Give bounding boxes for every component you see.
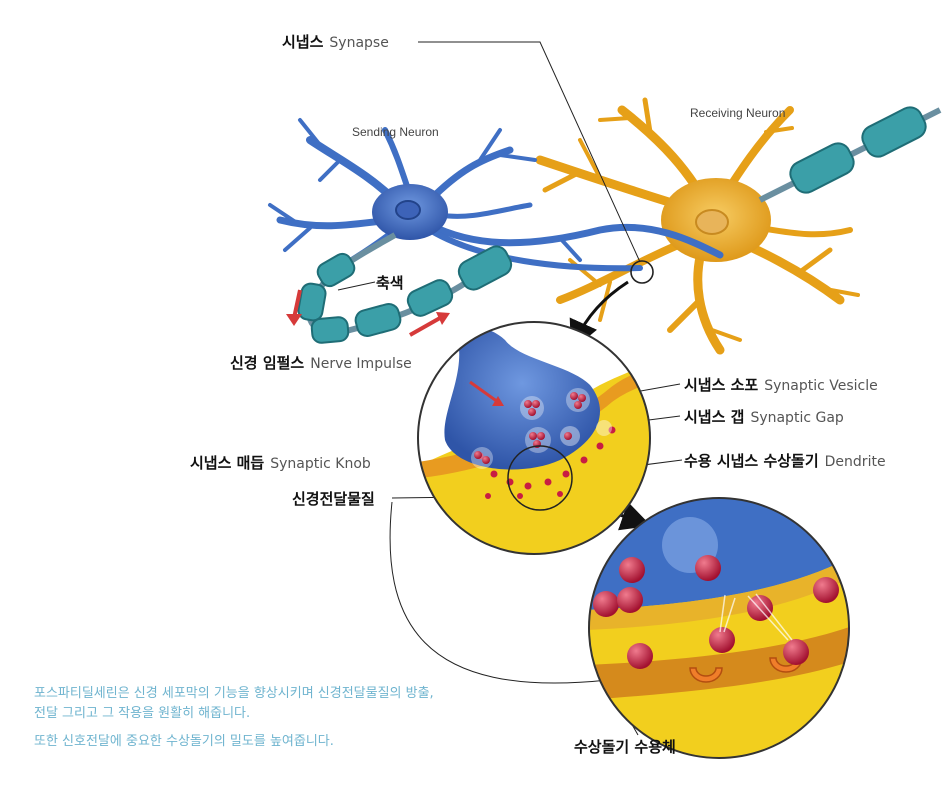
zoom-synapse (418, 322, 650, 554)
receiving-axon (758, 106, 942, 203)
label-neurotransmitter: 신경전달물질 (292, 490, 375, 508)
sending-axon (297, 232, 513, 344)
label-sending-neuron: Sending Neuron (352, 125, 439, 139)
impulse-arrow-right (409, 316, 441, 337)
synapse-locator-ring (630, 260, 654, 284)
zoom-cleft (589, 498, 849, 758)
label-receiving-neuron: Receiving Neuron (690, 106, 786, 120)
note-line-2: 전달 그리고 그 작용을 원활히 해줍니다. (34, 706, 251, 721)
impulse-arrow-left (292, 289, 302, 319)
receiving-nucleus (695, 209, 729, 235)
note-line-1: 포스파티딜세린은 신경 세포막의 기능을 향상시키며 신경전달물질의 방출, (34, 686, 434, 701)
note-line-3: 또한 신호전달에 중요한 수상돌기의 밀도를 높여줍니다. (34, 734, 334, 749)
sending-neuron (268, 118, 724, 278)
neurotransmitter-molecules (593, 555, 839, 669)
label-receptor: 수상돌기 수용체 (574, 738, 676, 756)
label-axon: 축색 (376, 274, 404, 292)
sending-nucleus (395, 200, 421, 220)
